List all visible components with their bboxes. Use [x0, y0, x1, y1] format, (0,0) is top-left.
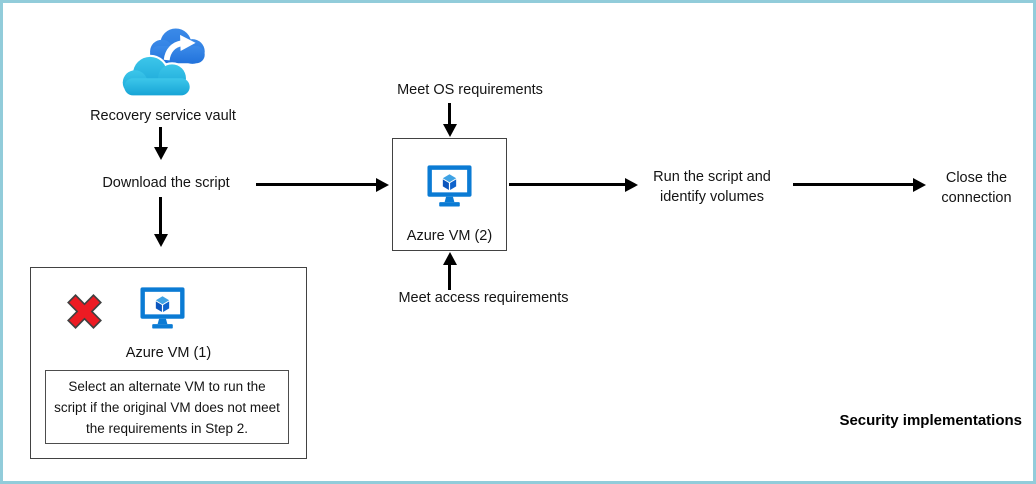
meet-access-label: Meet access requirements [398, 290, 569, 306]
arrow-meet-access-to-vm2 [448, 265, 451, 290]
arrow-vm2-to-run-script [509, 183, 625, 186]
arrow-run-script-to-close [793, 183, 913, 186]
azure-vm1-box: Azure VM (1) Select an alternate VM to r… [30, 267, 307, 459]
download-script-label: Download the script [102, 175, 230, 191]
arrow-download-to-vm1 [159, 197, 162, 234]
arrow-vault-to-download [159, 127, 162, 147]
azure-vm-icon [427, 165, 472, 207]
vault-label: Recovery service vault [90, 108, 236, 124]
azure-vm-icon [140, 287, 185, 329]
red-x-icon [67, 294, 102, 329]
recovery-services-vault-cloud-icon [119, 16, 209, 102]
vm2-label: Azure VM (2) [406, 228, 493, 244]
diagram-caption: Security implementations [839, 412, 1022, 429]
arrow-download-to-vm2 [256, 183, 376, 186]
run-script-label: Run the script and identify volumes [653, 169, 771, 205]
meet-os-label: Meet OS requirements [397, 82, 543, 98]
vm1-label: Azure VM (1) [125, 345, 212, 361]
vm1-note: Select an alternate VM to run the script… [45, 370, 289, 444]
arrow-meet-os-to-vm2 [448, 103, 451, 124]
azure-vm2-box: Azure VM (2) [392, 138, 507, 251]
close-connection-label: Close the connection [941, 170, 1012, 206]
